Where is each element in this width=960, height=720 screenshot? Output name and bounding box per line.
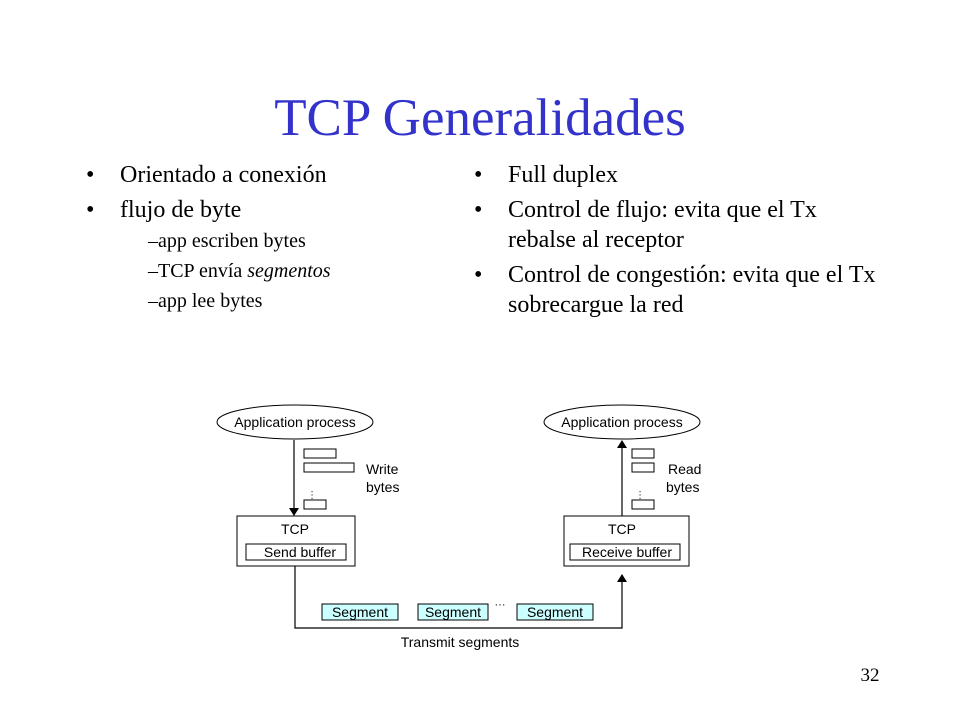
read-label: Read [668, 461, 701, 477]
sender-tcp-label: TCP [281, 521, 309, 537]
sub-bullet-text: app lee bytes [158, 290, 263, 312]
receiver-app-process-label: Application process [561, 414, 682, 430]
write-label: bytes [366, 479, 399, 495]
bullet-text-line: sobrecargue la red [508, 292, 684, 318]
bullet-item: • Full duplex [470, 160, 940, 190]
sub-bullet-item: – app lee bytes [82, 287, 462, 315]
segment-box [321, 603, 399, 621]
read-byte-block [631, 448, 655, 459]
left-column: • Orientado a conexión • flujo de byte –… [82, 160, 462, 320]
segment-label: Segment [527, 604, 583, 620]
bullet-glyph: • [474, 162, 483, 188]
segment-box [417, 603, 489, 621]
bullet-text: Orientado a conexión [120, 162, 327, 188]
write-byte-block [303, 462, 355, 473]
write-label: Write [366, 461, 399, 477]
dash-glyph: – [148, 230, 158, 252]
sub-bullet-item: – TCP envía segmentos [82, 257, 462, 285]
write-byte-block [303, 448, 337, 459]
segment-label: Segment [425, 604, 481, 620]
transmit-path [294, 566, 627, 629]
right-column: • Full duplex • Control de flujo: evita … [470, 160, 940, 325]
segment-label: Segment [332, 604, 388, 620]
bullet-text-line: Control de congestión: evita que el Tx [508, 262, 876, 288]
read-byte-block [631, 499, 655, 510]
bullet-text: flujo de byte [120, 197, 242, 223]
write-byte-block [303, 499, 327, 510]
receiver-app-process-ellipse [543, 404, 701, 440]
bullet-glyph: • [86, 162, 95, 188]
page-number: 32 [860, 665, 880, 686]
slide-title: TCP Generalidades [274, 89, 686, 147]
segment-box [516, 603, 594, 621]
sub-bullet-item: – app escriben bytes [82, 227, 462, 255]
write-ellipsis: ··· [307, 490, 318, 500]
send-buffer-label: Send buffer [264, 544, 336, 560]
sub-bullet-text: app escriben bytes [158, 230, 306, 252]
receive-buffer-label: Receive buffer [582, 544, 672, 560]
read-byte-block [631, 462, 655, 473]
sub-bullet-list: – app escriben bytes – TCP envía segment… [82, 227, 462, 315]
send-buffer-box [245, 543, 347, 561]
read-label: bytes [666, 479, 699, 495]
dash-glyph: – [148, 260, 158, 282]
dash-glyph: – [148, 290, 158, 312]
bullet-glyph: • [474, 262, 483, 288]
receiver-tcp-label: TCP [608, 521, 636, 537]
bullet-item: • Control de flujo: evita que el Tx reba… [470, 195, 940, 255]
segment-ellipsis: ··· [495, 599, 506, 611]
read-ellipsis: ··· [635, 490, 646, 500]
sender-app-process-ellipse [216, 404, 374, 440]
transmit-segments-label: Transmit segments [401, 634, 520, 650]
bullet-item: • Control de congestión: evita que el Tx… [470, 260, 940, 320]
sub-bullet-text: TCP envía [158, 260, 248, 282]
bullet-glyph: • [474, 197, 483, 223]
bullet-item: • Orientado a conexión [82, 160, 462, 190]
bullet-text: Full duplex [508, 162, 619, 188]
sub-bullet-emphasis: segmentos [247, 260, 331, 282]
bullet-item: • flujo de byte – app escriben bytes – T… [82, 195, 462, 315]
sender-app-process-label: Application process [234, 414, 355, 430]
bullet-text-line: rebalse al receptor [508, 227, 684, 253]
receive-buffer-box [569, 543, 681, 561]
bullet-glyph: • [86, 197, 95, 223]
bullet-text-line: Control de flujo: evita que el Tx [508, 197, 817, 223]
